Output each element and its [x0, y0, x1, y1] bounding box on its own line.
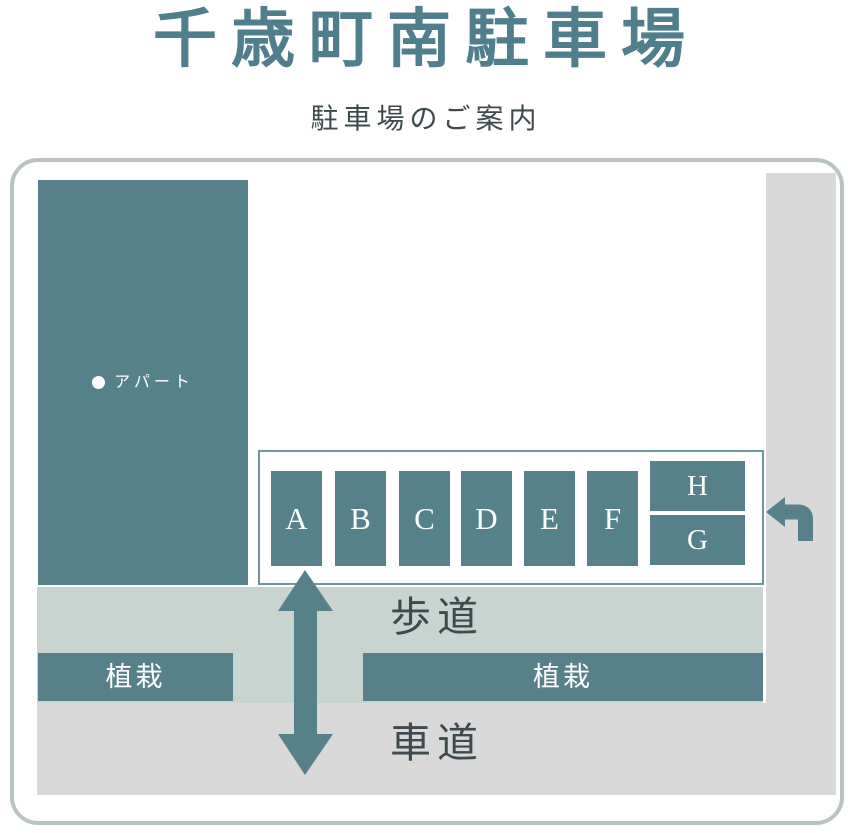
parking-space-f: F	[587, 471, 638, 566]
parking-space-g: G	[650, 515, 745, 565]
double-headed-arrow-icon	[278, 570, 333, 775]
location-dot-icon	[92, 376, 106, 389]
apartment-building: アパート	[38, 180, 248, 585]
apartment-label: アパート	[114, 373, 194, 391]
page-subtitle: 駐車場のご案内	[310, 103, 542, 134]
planting-strip-left: 植栽	[38, 653, 233, 701]
map-frame: 歩道 車道 植栽 植栽 アパート A B C D E F H G	[10, 158, 844, 825]
parking-space-e: E	[524, 471, 575, 566]
page-title: 千歳町南駐車場	[153, 3, 699, 75]
turn-left-arrow-icon	[766, 497, 813, 541]
roadway-area: 車道	[37, 703, 836, 795]
sidewalk-label: 歩道	[390, 594, 484, 640]
parking-space-h: H	[650, 461, 745, 511]
parking-spaces-area: A B C D E F H G	[258, 450, 764, 585]
parking-space-b: B	[335, 471, 386, 566]
roadway-label: 車道	[390, 720, 484, 766]
parking-space-c: C	[399, 471, 450, 566]
parking-space-d: D	[461, 471, 512, 566]
planting-strip-right: 植栽	[363, 653, 763, 701]
planting-left-label: 植栽	[105, 661, 166, 692]
planting-right-label: 植栽	[533, 661, 593, 692]
side-road-area	[766, 173, 836, 795]
parking-space-a: A	[271, 471, 322, 566]
